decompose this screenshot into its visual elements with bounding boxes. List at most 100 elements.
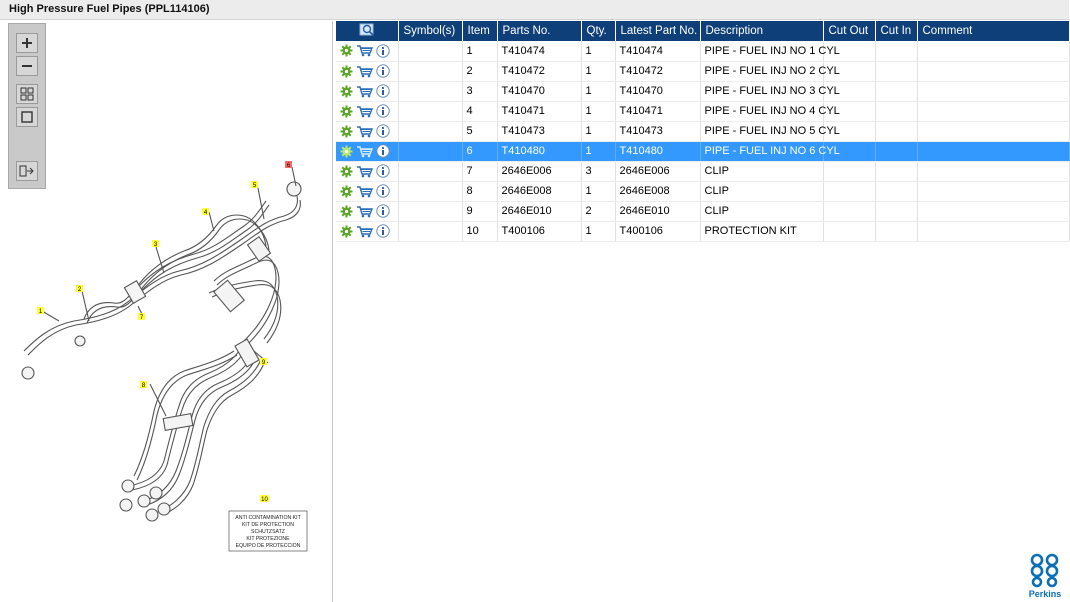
cell-symbols	[398, 181, 463, 202]
cell-item: 7	[462, 161, 498, 182]
column-header-cut-out[interactable]: Cut Out	[823, 21, 876, 41]
gear-icon[interactable]	[340, 145, 353, 158]
column-header-qty[interactable]: Qty.	[581, 21, 616, 41]
column-header-description[interactable]: Description	[700, 21, 824, 41]
row-actions	[336, 221, 399, 242]
info-icon[interactable]	[376, 124, 390, 138]
fit-page-button[interactable]	[16, 84, 38, 104]
cell-parts-no: T410474	[497, 41, 582, 62]
column-header-parts-no[interactable]: Parts No.	[497, 21, 582, 41]
cart-icon[interactable]	[356, 125, 374, 138]
cart-icon[interactable]	[356, 185, 374, 198]
cell-cut-in	[875, 81, 918, 102]
gear-icon[interactable]	[340, 185, 353, 198]
info-icon[interactable]	[376, 104, 390, 118]
cell-cut-in	[875, 201, 918, 222]
callout-5[interactable]: 5	[253, 183, 257, 189]
info-icon[interactable]	[376, 44, 390, 58]
info-icon[interactable]	[376, 184, 390, 198]
cell-item: 10	[462, 221, 498, 242]
actual-size-button[interactable]	[16, 107, 38, 127]
gear-icon[interactable]	[340, 44, 353, 57]
row-actions	[336, 101, 399, 122]
parts-diagram[interactable]: 1 2 3 4 5 6 7 8 9 10 ANTI CONTAMINATION …	[4, 21, 333, 602]
gear-icon[interactable]	[340, 165, 353, 178]
search-column-header[interactable]	[336, 21, 399, 41]
callout-1[interactable]: 1	[39, 309, 43, 315]
gear-icon[interactable]	[340, 65, 353, 78]
cart-icon[interactable]	[356, 205, 374, 218]
cell-cut-in	[875, 101, 918, 122]
callout-3[interactable]: 3	[154, 242, 158, 248]
cell-qty: 1	[581, 141, 616, 162]
cell-description: PIPE - FUEL INJ NO 6 CYL	[700, 141, 840, 162]
cell-parts-no: T410471	[497, 101, 582, 122]
cart-icon[interactable]	[356, 65, 374, 78]
diagram-toolbar	[8, 23, 46, 189]
info-icon[interactable]	[376, 84, 390, 98]
column-header-item[interactable]: Item	[462, 21, 498, 41]
column-header-latest-part-no[interactable]: Latest Part No.	[615, 21, 701, 41]
callout-10[interactable]: 10	[261, 497, 268, 503]
cell-cut-in	[875, 41, 918, 62]
cell-parts-no: T410473	[497, 121, 582, 142]
cart-icon[interactable]	[356, 165, 374, 178]
cell-description: CLIP	[700, 201, 824, 222]
row-actions	[336, 141, 399, 162]
cell-parts-no: 2646E006	[497, 161, 582, 182]
cart-icon[interactable]	[356, 225, 374, 238]
cell-latest-part-no: T410480	[615, 141, 701, 162]
side-panel-button[interactable]	[16, 161, 38, 181]
gear-icon[interactable]	[340, 225, 353, 238]
callout-4[interactable]: 4	[204, 210, 208, 216]
cart-icon[interactable]	[356, 85, 374, 98]
info-icon[interactable]	[376, 164, 390, 178]
info-icon[interactable]	[376, 204, 390, 218]
cart-icon[interactable]	[356, 105, 374, 118]
gear-icon[interactable]	[340, 125, 353, 138]
callout-9[interactable]: 9	[262, 360, 266, 366]
cell-symbols	[398, 121, 463, 142]
column-header-cut-in[interactable]: Cut In	[875, 21, 918, 41]
cell-comment	[917, 141, 1070, 162]
gear-icon[interactable]	[340, 85, 353, 98]
cell-item: 8	[462, 181, 498, 202]
zoom-in-button[interactable]	[16, 33, 38, 53]
column-header-symbols[interactable]: Symbol(s)	[398, 21, 463, 41]
cell-cut-out	[823, 221, 876, 242]
cart-icon[interactable]	[356, 44, 374, 57]
callout-2[interactable]: 2	[78, 287, 82, 293]
zoom-out-button[interactable]	[16, 56, 38, 76]
row-actions	[336, 201, 399, 222]
callout-6[interactable]: 6	[287, 163, 291, 169]
info-icon[interactable]	[376, 224, 390, 238]
gear-icon[interactable]	[340, 205, 353, 218]
callout-7[interactable]: 7	[140, 315, 144, 321]
svg-text:KIT DE PROTECTION: KIT DE PROTECTION	[242, 522, 294, 528]
info-icon[interactable]	[376, 144, 390, 158]
cell-description: PIPE - FUEL INJ NO 2 CYL	[700, 61, 840, 82]
cell-cut-out	[823, 161, 876, 182]
cell-qty: 1	[581, 81, 616, 102]
window-title: High Pressure Fuel Pipes (PPL114106)	[9, 3, 210, 15]
column-header-comment[interactable]: Comment	[917, 21, 1070, 41]
cart-icon[interactable]	[356, 145, 374, 158]
callout-8[interactable]: 8	[142, 383, 146, 389]
cell-description: CLIP	[700, 161, 824, 182]
row-actions	[336, 81, 399, 102]
cell-qty: 1	[581, 221, 616, 242]
cell-cut-out	[823, 181, 876, 202]
gear-icon[interactable]	[340, 105, 353, 118]
diagram-pane[interactable]: 1 2 3 4 5 6 7 8 9 10 ANTI CONTAMINATION …	[4, 21, 333, 602]
info-icon[interactable]	[376, 64, 390, 78]
